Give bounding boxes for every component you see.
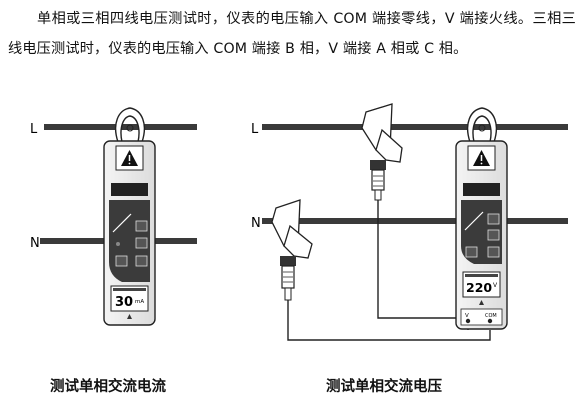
right-figure: L N [251,103,568,341]
left-figure: L N 30 mA [30,107,197,326]
left-clamp-jaw [114,107,146,143]
right-wire-n [262,218,568,224]
right-figure-caption: 测试单相交流电压 [326,379,442,395]
left-meter-button-1[interactable] [135,220,148,232]
right-meter-button-4[interactable] [465,246,478,258]
right-wire-n-label: N [251,216,261,231]
right-alligator-clip-n [271,199,313,301]
right-lcd-unit: V [493,282,498,289]
left-wire-n-label: N [30,236,40,251]
right-meter: 220 V V COM [455,140,508,330]
left-meter-button-3[interactable] [135,255,148,267]
description-paragraph: 单相或三相四线电压测试时，仪表的电压输入 COM 端接零线，V 端接火线。三相三… [8,11,576,57]
left-meter: 30 mA [103,140,156,326]
right-terminal-com-label: COM [485,313,497,319]
left-figure-caption: 测试单相交流电流 [50,379,166,395]
left-meter-button-2[interactable] [135,237,148,249]
right-alligator-clip-l [361,103,403,201]
right-meter-button-3[interactable] [487,246,500,258]
right-wire-l [262,124,568,130]
left-lcd-value: 30 [115,295,133,310]
left-wire-l-label: L [30,122,38,137]
right-meter-button-2[interactable] [487,229,500,241]
left-meter-button-4[interactable] [115,255,128,267]
right-clamp-jaw [466,107,498,143]
right-wire-l-label: L [251,122,259,137]
right-meter-button-1[interactable] [487,213,500,225]
left-lcd-unit: mA [135,299,144,305]
left-lower-warning-icon [127,314,132,319]
right-lead-com [287,300,491,341]
right-lcd-value: 220 [466,280,492,295]
right-terminal-v-label: V [465,313,469,319]
right-terminal-v-socket[interactable] [465,318,471,324]
right-lower-warning-icon [479,300,484,305]
right-terminal-com-socket[interactable] [487,318,493,324]
